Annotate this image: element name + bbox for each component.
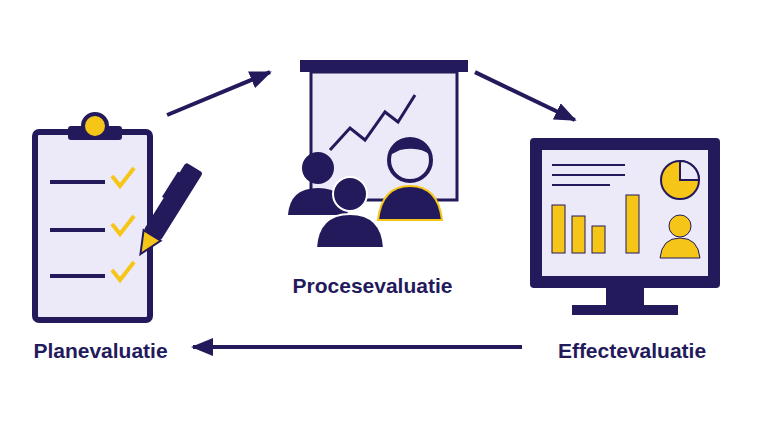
node-label: Procesevaluatie <box>270 272 475 300</box>
process-evaluation-node: Procesevaluatie <box>270 55 475 300</box>
cycle-arrow <box>167 72 270 115</box>
presentation-icon <box>288 60 468 248</box>
clipboard-icon <box>35 114 203 320</box>
plan-evaluation-node: Planevaluatie <box>8 115 193 365</box>
effect-evaluation-node: Effectevaluatie <box>522 120 742 365</box>
node-label: Planevaluatie <box>8 337 193 365</box>
node-label: Effectevaluatie <box>522 337 742 365</box>
cycle-arrow <box>475 72 575 120</box>
cycle-arrow <box>193 345 522 349</box>
monitor-icon <box>530 138 720 315</box>
